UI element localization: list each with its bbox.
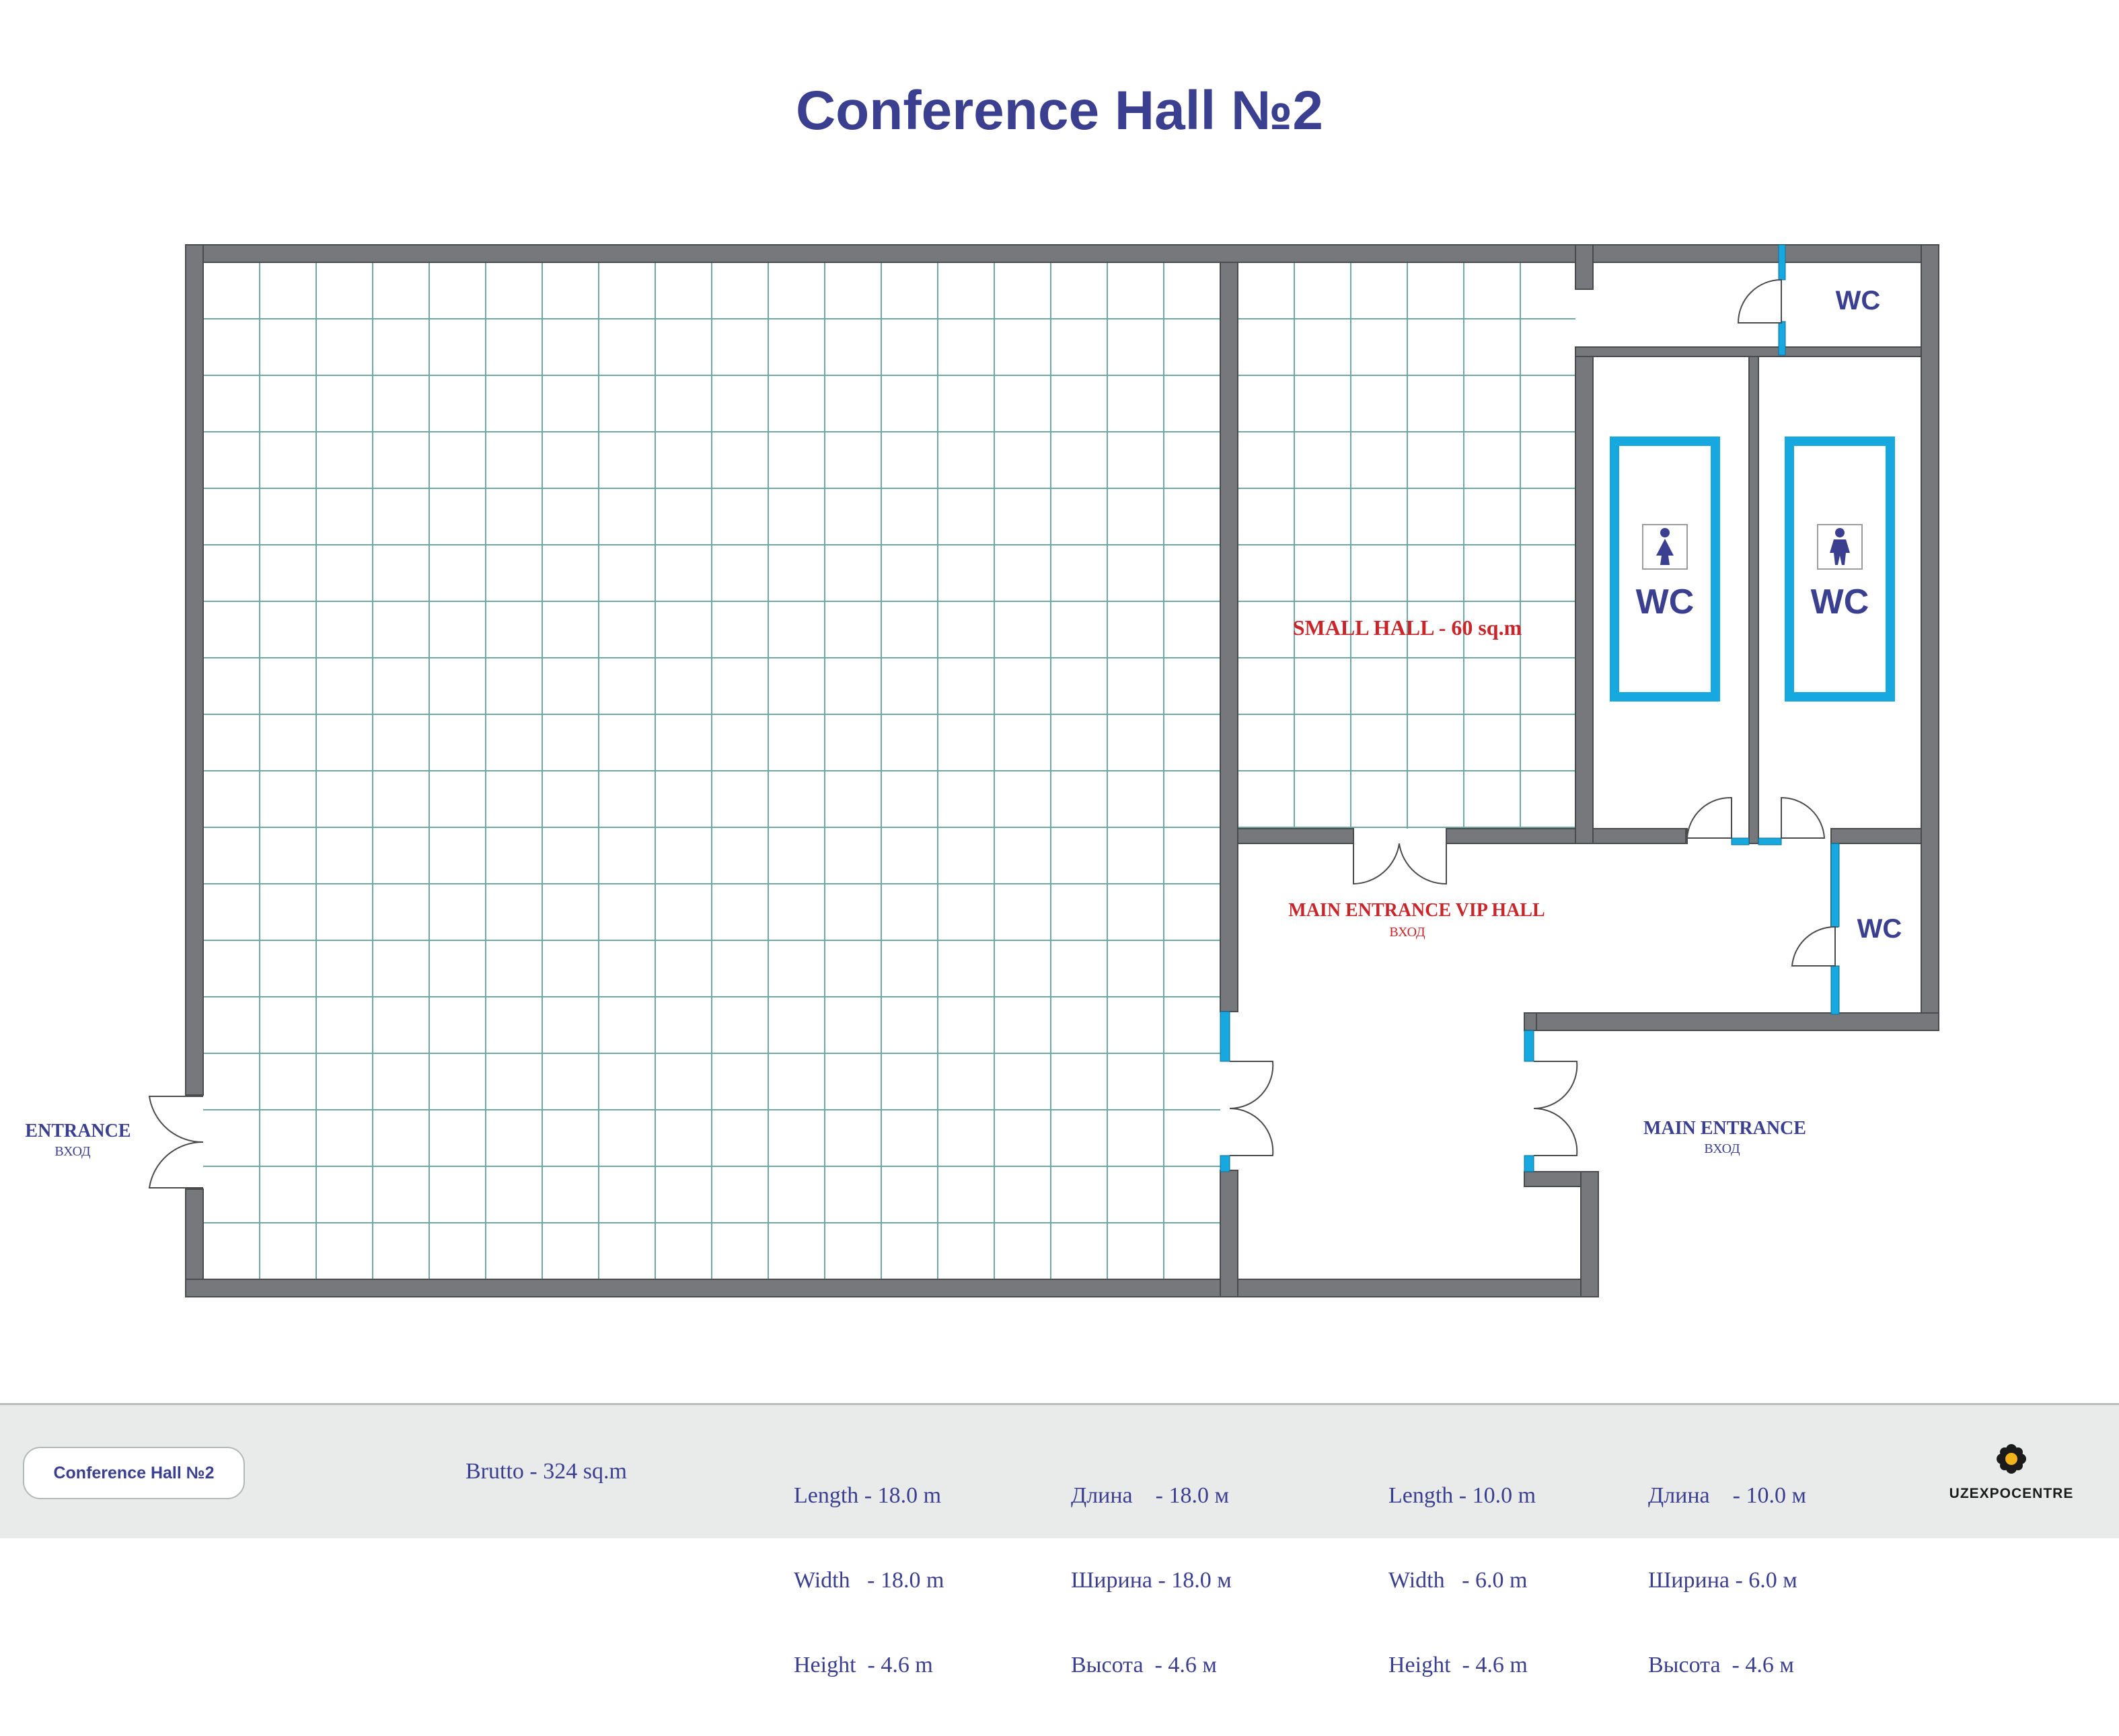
spec-line: Длина - 18.0 м — [1071, 1483, 1229, 1508]
wall-wc-bottom-1 — [1592, 828, 1686, 844]
wall-top — [185, 244, 1939, 263]
spec-line: Высота - 4.6 м — [1071, 1653, 1217, 1677]
wall-wc-top-sep — [1575, 346, 1939, 357]
door-entrance-left-bottom — [148, 1141, 204, 1188]
main-hall-grid — [203, 262, 1220, 1279]
frame-entrance-upper — [1524, 1030, 1534, 1062]
spec-line: Width - 18.0 m — [794, 1568, 944, 1593]
wall-wc-stub — [1575, 244, 1594, 290]
blue-frames — [1220, 244, 1840, 1172]
wall-wc-partition — [1748, 356, 1759, 844]
wc-female-frame — [1610, 437, 1720, 702]
hall-name-badge: Conference Hall №2 — [23, 1447, 245, 1499]
wc-top-label: WC — [1836, 286, 1881, 315]
footer-bar: Conference Hall №2 Brutto - 324 sq.m Len… — [0, 1403, 2119, 1677]
spec-line: Length - 10.0 m — [1388, 1483, 1536, 1508]
wall-right — [1921, 244, 1939, 1031]
door-main-entrance-bottom — [1533, 1107, 1578, 1156]
floor-plan: WC WC WC WC SMALL HALL - 60 sq.m MAIN EN… — [25, 244, 1939, 1297]
wall-wc-left — [1575, 349, 1594, 844]
spec-line: Длина - 10.0 м — [1648, 1483, 1806, 1508]
spec-line: Width - 6.0 m — [1388, 1568, 1528, 1593]
wall-left-upper — [185, 244, 204, 1096]
frame-wc-top-lower — [1778, 321, 1786, 356]
spec-line: Ширина - 18.0 м — [1071, 1568, 1232, 1593]
spec-en-small: Length - 10.0 m Width - 6.0 m Height - 4… — [1388, 1425, 1536, 1736]
main-entrance-label: MAIN ENTRANCE — [1643, 1118, 1806, 1139]
spec-line: Height - 4.6 m — [1388, 1653, 1528, 1677]
wall-divider-upper — [1220, 262, 1238, 1012]
wc-male-label: WC — [1811, 582, 1869, 621]
uzexpocentre-logo: UZEXPOCENTRE — [1931, 1432, 2092, 1513]
wall-small-bottom-left — [1237, 828, 1354, 844]
spec-ru-main: Длина - 18.0 м Ширина - 18.0 м Высота - … — [1071, 1425, 1232, 1736]
entrance-label: ENTRANCE — [25, 1121, 131, 1141]
door-hall-right-bottom — [1229, 1107, 1274, 1156]
male-toilet-icon — [1817, 524, 1863, 570]
wc-male-frame — [1785, 437, 1895, 702]
page-title: Conference Hall №2 — [795, 80, 1324, 141]
spec-en-main: Length - 18.0 m Width - 18.0 m Height - … — [794, 1425, 944, 1736]
frame-main-door-lower — [1220, 1155, 1230, 1172]
spec-ru-small: Длина - 10.0 м Ширина - 6.0 м Высота - 4… — [1648, 1425, 1806, 1736]
frame-main-door-upper — [1220, 1011, 1230, 1062]
main-entrance-ru-label: ВХОД — [1704, 1141, 1740, 1156]
vip-entrance-ru-label: ВХОД — [1389, 925, 1425, 940]
female-toilet-icon — [1642, 524, 1688, 570]
wall-entrance-stub-v — [1580, 1171, 1599, 1297]
spec-line: Length - 18.0 m — [794, 1483, 942, 1508]
wall-bottom — [185, 1279, 1599, 1297]
wc-right-label: WC — [1857, 914, 1902, 944]
logo-flower-icon — [1997, 1444, 2026, 1474]
spec-line: Ширина - 6.0 м — [1648, 1568, 1797, 1593]
small-hall-grid — [1238, 262, 1575, 829]
spec-line: Height - 4.6 m — [794, 1653, 933, 1677]
wc-female-label: WC — [1636, 582, 1695, 621]
frame-wc-bottom-a — [1731, 837, 1750, 845]
door-wc-right — [1791, 926, 1836, 967]
vip-entrance-label: MAIN ENTRANCE VIP HALL — [1288, 900, 1545, 921]
door-entrance-left-top — [148, 1096, 204, 1143]
entrance-ru-label: ВХОД — [54, 1144, 91, 1159]
frame-wc-top-upper — [1778, 244, 1786, 280]
wall-divider-lower — [1220, 1170, 1238, 1297]
frame-wc-bottom-b — [1758, 837, 1782, 845]
walls — [185, 244, 1939, 1297]
door-hall-right-top — [1229, 1061, 1274, 1110]
door-wc-male — [1781, 796, 1826, 839]
wall-entrance-col — [1524, 1012, 1537, 1031]
door-wc-female — [1686, 796, 1732, 839]
doors — [148, 278, 1836, 1188]
brutto-area: Brutto - 324 sq.m — [466, 1459, 627, 1484]
door-vip-right — [1399, 843, 1447, 885]
small-hall-label: SMALL HALL - 60 sq.m — [1293, 615, 1522, 640]
frame-wc-right-lower — [1830, 965, 1840, 1015]
frame-wc-right-upper — [1830, 843, 1840, 928]
door-main-entrance-top — [1533, 1061, 1578, 1110]
wall-right-wc-bottom — [1524, 1012, 1939, 1031]
door-vip-left — [1353, 843, 1400, 885]
spec-line: Высота - 4.6 м — [1648, 1653, 1794, 1677]
frame-entrance-lower — [1524, 1155, 1534, 1172]
logo-text: UZEXPOCENTRE — [1949, 1486, 2074, 1501]
door-wc-top — [1737, 278, 1782, 324]
